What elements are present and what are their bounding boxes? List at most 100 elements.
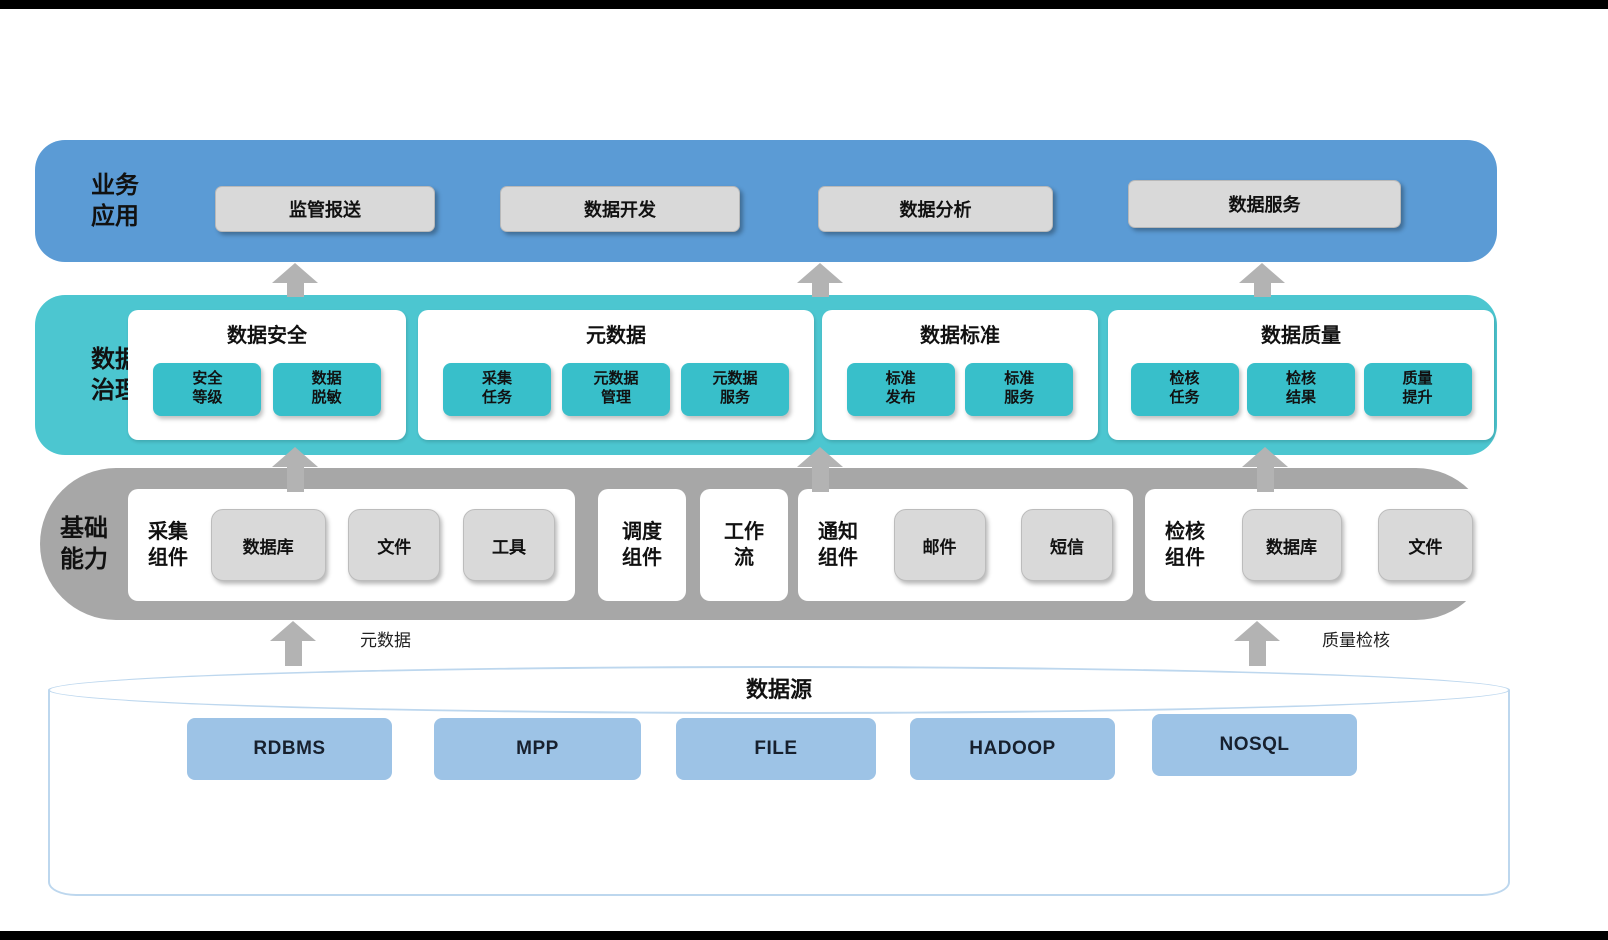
- up-arrow: [1239, 263, 1285, 297]
- check-component-card: 检核 组件 数据库 文件: [1145, 489, 1493, 601]
- item-line1: 数据: [311, 370, 342, 388]
- collection-component-card: 采集 组件 数据库 文件 工具: [128, 489, 575, 601]
- quality-check-arrow-label: 质量检核: [1322, 631, 1390, 650]
- label-line2: 组件: [622, 547, 662, 569]
- arrow-head-icon: [270, 621, 316, 641]
- label-line1: 工作: [724, 521, 764, 543]
- arrow-head-icon: [272, 447, 318, 467]
- business-application-layer: 业务 应用 监管报送 数据开发 数据分析 数据服务: [35, 140, 1497, 262]
- item-line1: 检核: [1285, 370, 1316, 388]
- top-border-bar: [0, 0, 1608, 9]
- data-masking-item: 数据 脱敏: [272, 362, 381, 416]
- item-line1: 安全: [192, 370, 223, 388]
- bottom-border-bar: [0, 931, 1608, 940]
- data-standard-group: 数据标准 标准 发布 标准 服务: [822, 310, 1098, 440]
- label-line2: 组件: [1165, 547, 1205, 569]
- check-component-label: 检核 组件: [1165, 519, 1205, 571]
- item-line2: 任务: [1169, 389, 1200, 406]
- item-line1: 标准: [1004, 370, 1035, 388]
- label-line2: 组件: [818, 547, 858, 569]
- arrow-stem: [1256, 467, 1274, 492]
- notification-component-card: 通知 组件 邮件 短信: [798, 489, 1133, 601]
- arrow-head-icon: [797, 263, 843, 283]
- capability-label-line2: 能力: [60, 546, 108, 573]
- data-quality-items: 检核 任务 检核 结果 质量 提升: [1122, 350, 1480, 428]
- metadata-management-item: 元数据 管理: [562, 362, 670, 416]
- label-line2: 流: [734, 547, 754, 569]
- item-line2: 发布: [885, 389, 916, 406]
- file-source-item: FILE: [676, 718, 876, 780]
- arrow-stem: [1248, 641, 1266, 666]
- file-item: 文件: [1378, 509, 1473, 581]
- data-standard-items: 标准 发布 标准 服务: [836, 350, 1084, 428]
- datasource-title: 数据源: [745, 677, 812, 702]
- metadata-items: 采集 任务 元数据 管理 元数据 服务: [432, 350, 800, 428]
- item-line1: 元数据: [593, 370, 639, 388]
- data-security-title: 数据安全: [227, 325, 307, 347]
- workflow-label: 工作 流: [724, 519, 764, 571]
- label-line1: 通知: [818, 521, 858, 543]
- check-task-item: 检核 任务: [1130, 362, 1239, 416]
- up-arrow: [1234, 621, 1280, 666]
- rdbms-item: RDBMS: [187, 718, 392, 780]
- data-analysis-button: 数据分析: [818, 186, 1053, 232]
- data-development-button: 数据开发: [500, 186, 740, 232]
- workflow-card: 工作 流: [700, 489, 788, 601]
- metadata-arrow-label: 元数据: [360, 631, 411, 650]
- item-line2: 等级: [192, 389, 223, 406]
- up-arrow: [272, 263, 318, 297]
- email-item: 邮件: [893, 509, 986, 581]
- data-quality-group: 数据质量 检核 任务 检核 结果 质量 提升: [1108, 310, 1494, 440]
- metadata-service-item: 元数据 服务: [681, 362, 789, 416]
- up-arrow: [272, 447, 318, 492]
- datasource-cylinder-top: [48, 666, 1510, 714]
- item-line2: 脱敏: [311, 389, 342, 406]
- notification-component-label: 通知 组件: [818, 519, 858, 571]
- data-security-items: 安全 等级 数据 脱敏: [142, 350, 392, 428]
- business-label-line1: 业务: [91, 171, 139, 199]
- data-security-group: 数据安全 安全 等级 数据 脱敏: [128, 310, 406, 440]
- item-line1: 标准: [885, 370, 916, 388]
- item-line1: 元数据: [712, 370, 758, 388]
- basic-capability-label: 基础 能力: [60, 513, 108, 575]
- file-item: 文件: [348, 509, 441, 581]
- mpp-item: MPP: [434, 718, 641, 780]
- arrow-stem: [286, 467, 304, 492]
- label-line1: 调度: [622, 521, 662, 543]
- collection-task-item: 采集 任务: [443, 362, 551, 416]
- data-standard-title: 数据标准: [920, 325, 1000, 347]
- data-service-button: 数据服务: [1128, 180, 1401, 228]
- arrow-head-icon: [272, 263, 318, 283]
- arrow-head-icon: [1242, 447, 1288, 467]
- quality-improve-item: 质量 提升: [1363, 362, 1472, 416]
- arrow-stem: [811, 283, 829, 297]
- up-arrow: [797, 447, 843, 492]
- item-line1: 检核: [1169, 370, 1200, 388]
- sms-item: 短信: [1021, 509, 1113, 581]
- check-result-item: 检核 结果: [1247, 362, 1355, 416]
- metadata-group: 元数据 采集 任务 元数据 管理 元数据 服务: [418, 310, 814, 440]
- item-line2: 服务: [1004, 389, 1035, 406]
- item-line1: 质量: [1402, 370, 1433, 388]
- arrow-stem: [286, 283, 304, 297]
- up-arrow: [797, 263, 843, 297]
- arrow-head-icon: [1239, 263, 1285, 283]
- security-level-item: 安全 等级: [153, 362, 262, 416]
- standard-service-item: 标准 服务: [965, 362, 1074, 416]
- label-line1: 检核: [1165, 521, 1205, 543]
- data-quality-title: 数据质量: [1261, 325, 1341, 347]
- item-line2: 服务: [719, 389, 750, 406]
- hadoop-item: HADOOP: [910, 718, 1115, 780]
- item-line1: 采集: [481, 370, 512, 388]
- item-line2: 管理: [600, 389, 631, 406]
- business-label-line2: 应用: [91, 203, 139, 230]
- item-line2: 提升: [1402, 389, 1433, 406]
- arrow-stem: [811, 467, 829, 492]
- arrow-stem: [284, 641, 302, 666]
- database-item: 数据库: [210, 509, 326, 581]
- scheduling-component-card: 调度 组件: [598, 489, 686, 601]
- arrow-head-icon: [1234, 621, 1280, 641]
- arrow-head-icon: [797, 447, 843, 467]
- item-line2: 结果: [1285, 389, 1316, 406]
